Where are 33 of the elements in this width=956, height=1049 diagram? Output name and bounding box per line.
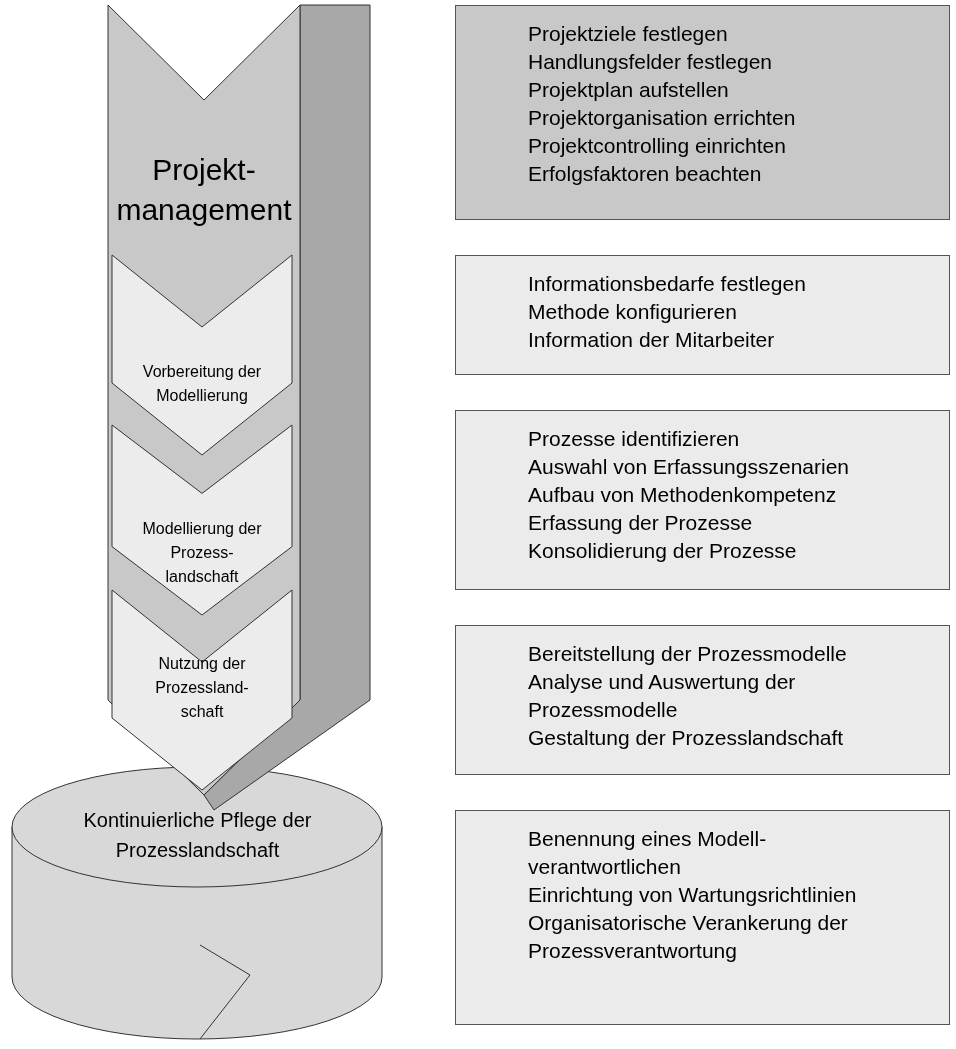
chevron-shape [112,255,292,455]
list-item: Auswahl von Erfassungsszenarien [528,454,850,480]
list-item: Informationsbedarfe festlegen [528,271,807,297]
step-label: Vorbereitung der Modellierung [141,362,263,406]
task-list-box [455,625,950,775]
list-item: Projektorganisation errichten [528,105,797,131]
list-item: Erfolgsfaktoren beachten [528,161,763,187]
arrow-label: Projekt- management [115,152,293,228]
step-label: Nutzung der Prozessland- schaft [154,654,250,722]
chevron-shape [112,425,292,615]
task-list-box [455,810,950,1025]
list-item: Organisatorische Verankerung der Prozessverantwortung [528,910,849,964]
list-item: Information der Mitarbeiter [528,327,776,353]
list-item: Gestaltung der Prozesslandschaft [528,725,845,751]
list-item: Handlungsfelder festlegen [528,49,773,75]
step-label: Modellierung der Prozess- landschaft [141,519,263,587]
cylinder-label: Kontinuierliche Pflege der Prozesslandschaft [82,808,313,863]
list-item: Aufbau von Methodenkompetenz [528,482,838,508]
list-item: Konsolidierung der Prozesse [528,538,798,564]
list-item: Projektplan aufstellen [528,77,730,103]
task-list-box [455,255,950,375]
list-item: Bereitstellung der Prozessmodelle [528,641,848,667]
list-item: Erfassung der Prozesse [528,510,754,536]
list-item: Analyse und Auswertung der Prozessmodelle [528,669,797,723]
list-item: Benennung eines Modell- verantwortlichen [528,826,768,880]
list-item: Prozesse identifizieren [528,426,741,452]
task-list-box [455,410,950,590]
chevron-shape [112,590,292,790]
task-list-box [455,5,950,220]
list-item: Projektcontrolling einrichten [528,133,787,159]
list-item: Methode konfigurieren [528,299,738,325]
list-item: Einrichtung von Wartungsrichtlinien [528,882,858,908]
list-item: Projektziele festlegen [528,21,729,47]
